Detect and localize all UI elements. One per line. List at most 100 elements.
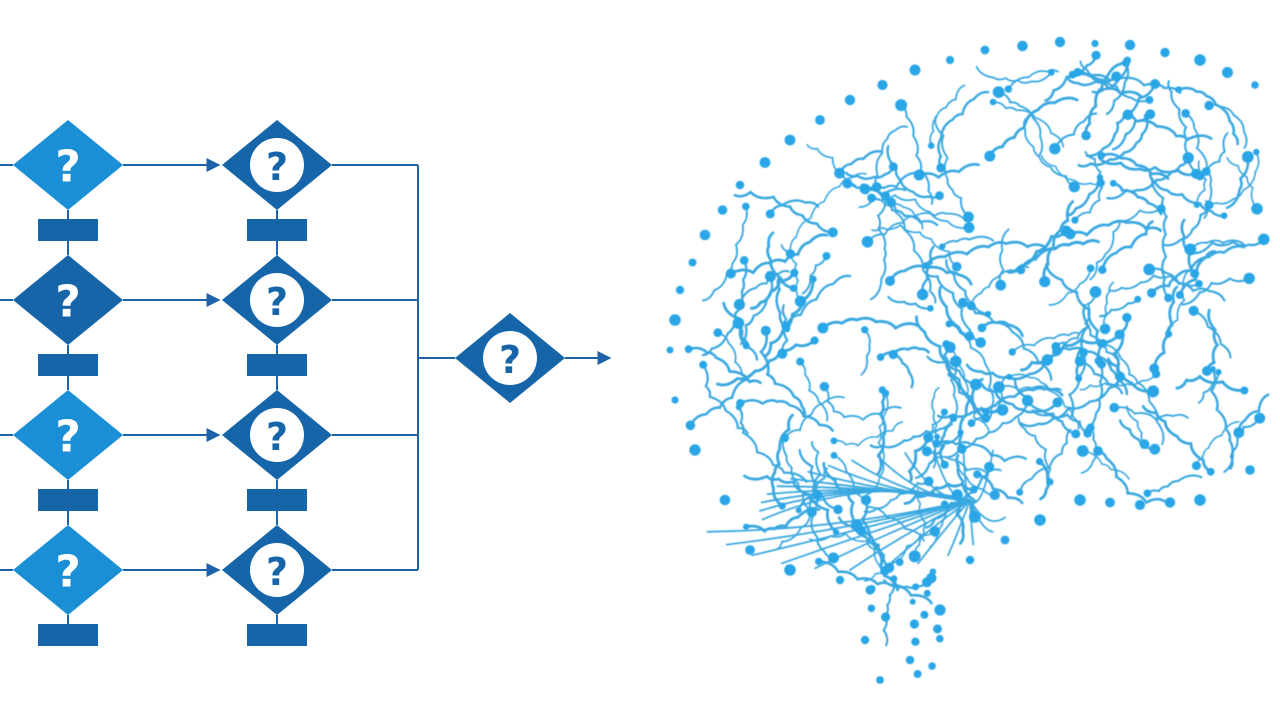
brain-node-dot: [977, 323, 987, 333]
brain-node-dot: [785, 249, 795, 259]
brain-node-dot: [759, 157, 771, 168]
brain-node-dot: [1165, 330, 1173, 338]
circuit-brain-illustration: [666, 36, 1270, 684]
brain-node-dot: [1139, 439, 1150, 450]
brain-node-dot: [1105, 497, 1115, 508]
brain-node-dot: [1068, 70, 1077, 79]
question-circle: [250, 408, 304, 462]
brain-node-dot: [867, 193, 876, 203]
brain-node-dot: [1091, 50, 1101, 60]
brain-trace: [1101, 342, 1165, 446]
question-mark-icon: ?: [266, 280, 288, 324]
brain-trace: [874, 125, 909, 188]
brain-node-dot: [951, 489, 963, 501]
brain-node-dot: [1222, 67, 1233, 78]
brain-node-dot: [913, 169, 925, 181]
brain-node-dot: [1006, 373, 1013, 380]
brain-trace: [743, 474, 838, 534]
brain-node-dot: [1111, 71, 1122, 82]
process-block-left: [38, 624, 98, 646]
brain-trace: [1019, 375, 1122, 428]
brain-node-dot: [809, 275, 817, 283]
brain-node-dot: [957, 444, 967, 454]
brain-node-dot: [1054, 36, 1066, 48]
brain-node-dot: [1074, 356, 1086, 367]
brain-node-dot: [833, 529, 840, 536]
brain-node-dot: [1251, 81, 1259, 89]
brain-node-dot: [989, 489, 1000, 501]
brain-node-dot: [1147, 385, 1160, 398]
brain-circuit-traces: [687, 54, 1270, 647]
brain-node-dot: [860, 635, 870, 645]
brain-node-dot: [995, 279, 1007, 291]
brain-node-dot: [822, 252, 831, 260]
brain-node-dot: [810, 336, 819, 345]
brain-trace: [1180, 277, 1251, 306]
brain-node-dot: [789, 284, 798, 292]
brain-trace: [935, 440, 1027, 463]
brain-trace: [1225, 155, 1250, 210]
brain-node-dot: [1184, 243, 1197, 256]
brain-node-dot: [908, 550, 921, 563]
brain-node-dot: [1060, 225, 1072, 237]
brain-node-dot: [1146, 288, 1157, 298]
brain-node-dot: [844, 94, 856, 106]
brain-trace: [702, 363, 749, 435]
brain-trace: [869, 417, 955, 449]
brain-node-dot: [1204, 200, 1214, 210]
brain-trace: [1197, 371, 1220, 404]
brain-node-dot: [780, 433, 789, 443]
brain-node-dot: [877, 79, 888, 91]
brain-node-dot: [1160, 47, 1170, 58]
brain-node-dot: [886, 197, 897, 208]
brain-trace: [997, 91, 1044, 157]
brain-trace: [801, 255, 828, 295]
brain-trace: [1237, 393, 1270, 434]
brain-node-dot: [909, 598, 916, 605]
brain-trace: [882, 577, 896, 647]
brain-node-dot: [996, 404, 1009, 416]
brain-trace: [931, 386, 940, 438]
decision-flowchart: ???????? ?: [0, 120, 612, 646]
brain-node-dot: [1254, 412, 1266, 424]
brain-node-dot: [735, 404, 742, 411]
brain-node-dot: [1052, 346, 1062, 356]
brain-node-dot: [827, 227, 838, 238]
brain-trace: [733, 190, 835, 234]
brain-node-dot: [699, 229, 711, 241]
brain-node-dot: [992, 86, 1005, 98]
brain-trace: [1017, 417, 1052, 483]
brain-trace: [937, 90, 990, 170]
brain-node-dot: [742, 202, 750, 211]
brain-node-dot: [1122, 109, 1134, 121]
brain-node-dot: [790, 268, 799, 277]
brain-node-dot: [940, 460, 949, 469]
brain-node-dot: [985, 310, 992, 317]
brain-trace: [1226, 156, 1258, 210]
brain-node-dot: [719, 494, 731, 506]
question-mark-icon: ?: [55, 547, 81, 598]
brain-node-dot: [989, 98, 997, 106]
brain-trace: [1152, 285, 1179, 370]
brain-trace: [1089, 207, 1163, 281]
brain-node-dot: [1098, 339, 1108, 348]
cerebellum-trace: [969, 499, 994, 533]
brain-node-dot: [689, 444, 701, 456]
brain-trace: [998, 228, 1010, 287]
brain-trace: [1161, 204, 1211, 247]
brain-trace: [701, 259, 748, 357]
brain-trace: [769, 199, 820, 216]
brain-node-dot: [1048, 69, 1055, 76]
brain-node-dot: [1251, 203, 1263, 215]
brain-node-dot: [1016, 488, 1024, 496]
brain-node-dot: [1240, 386, 1249, 395]
brain-node-dot: [1097, 151, 1106, 160]
brain-node-dot: [933, 624, 942, 634]
brain-node-dot: [1202, 366, 1212, 376]
brain-trace: [917, 163, 980, 180]
process-block-right: [247, 354, 307, 376]
question-circle: [250, 138, 304, 192]
brain-node-dot: [920, 610, 929, 619]
brain-node-dot: [1099, 323, 1111, 335]
brain-node-dot: [880, 565, 890, 576]
